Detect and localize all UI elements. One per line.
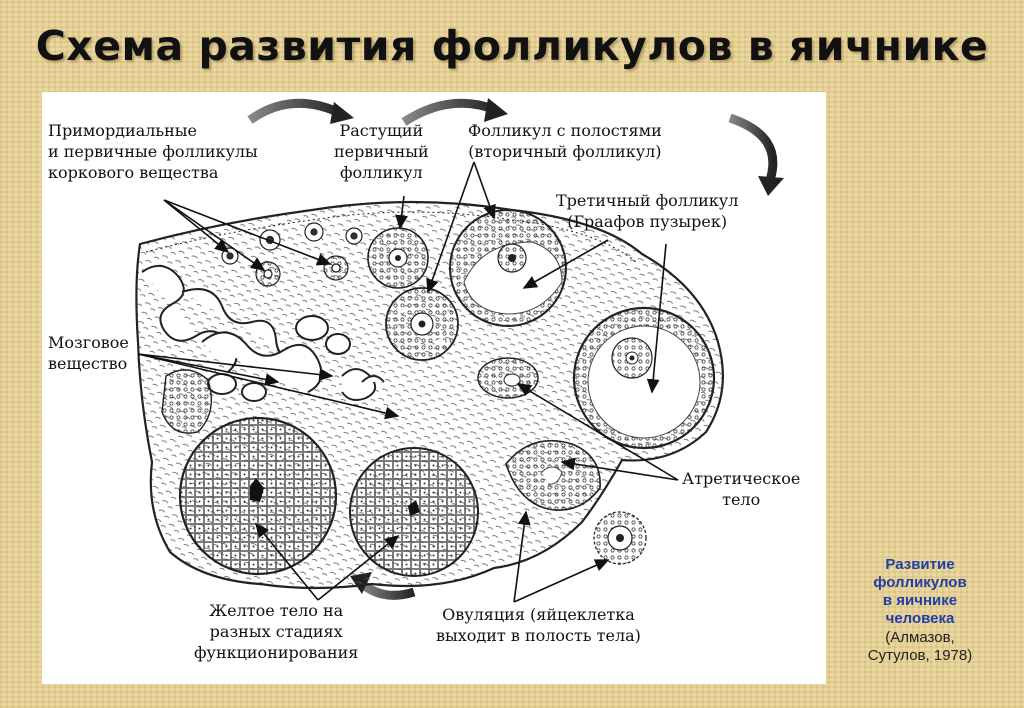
label-cavity-follicle: Фолликул с полостями (вторичный фолликул…	[468, 121, 662, 161]
label-corpus-luteum: Желтое тело на разных стадиях функционир…	[194, 601, 359, 662]
diagram-panel: Примордиальные и первичные фолликулы кор…	[42, 92, 826, 684]
label-ovulation: Овуляция (яйцеклетка выходит в полость т…	[436, 605, 641, 645]
corpus-albicans	[161, 369, 212, 434]
released-oocyte	[593, 511, 647, 565]
pointer-lines	[137, 161, 679, 603]
corpus-luteum-medium	[349, 447, 479, 577]
label-primordial: Примордиальные и первичные фолликулы кор…	[48, 121, 258, 182]
ovary-diagram	[135, 98, 784, 603]
atretic-body	[477, 357, 539, 399]
label-tertiary: Третичный фолликул (Граафов пузырек)	[556, 191, 739, 231]
caption: Развитие фолликулов в яичнике человека (…	[836, 556, 1004, 665]
label-atretic: Атретическое тело	[682, 469, 801, 509]
corpus-luteum-large	[178, 416, 338, 576]
slide-title: Схема развития фолликулов в яичнике	[35, 22, 989, 70]
caption-source: (Алмазов, Сутулов, 1978)	[867, 629, 973, 664]
ruptured-follicle	[505, 440, 601, 511]
process-arrow-3	[728, 113, 784, 196]
graafian-follicle	[572, 306, 716, 450]
growing-primary-follicle	[367, 227, 429, 289]
secondary-follicle	[385, 287, 459, 361]
process-arrow-1	[247, 98, 354, 124]
label-medulla: Мозговое вещество	[48, 333, 129, 373]
label-growing-primary: Растущий первичный фолликул	[334, 121, 429, 182]
medulla-vessels	[141, 265, 385, 402]
process-arrow-2	[401, 98, 508, 126]
antral-follicle	[449, 209, 567, 327]
caption-main: Развитие фолликулов в яичнике человека	[873, 556, 967, 627]
